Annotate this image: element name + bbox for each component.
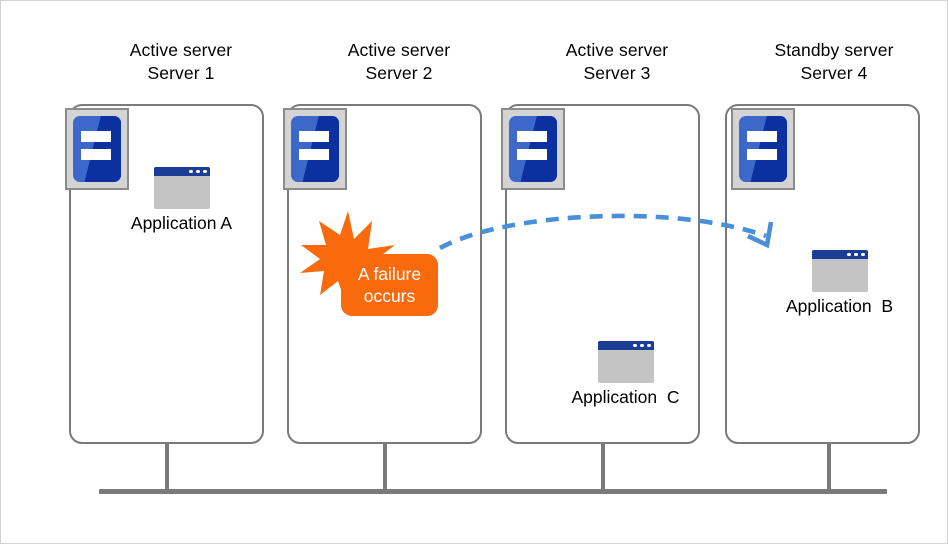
server-slot-bar — [299, 149, 329, 160]
server-slot-bar — [747, 149, 777, 160]
column-name-label: Server 3 — [583, 63, 651, 84]
column-name-label: Server 2 — [365, 63, 433, 84]
server-hardware-icon-server-3 — [501, 108, 565, 190]
application-a[interactable]: Application A — [114, 167, 249, 234]
failure-text-line-1: A failure — [357, 263, 422, 284]
app-window-dot — [847, 253, 851, 257]
network-drop-line-server-4 — [827, 442, 831, 491]
server-slot-bar — [81, 149, 111, 160]
column-role-label: Standby server — [774, 40, 894, 60]
column-header-server-4: Standby server Server 4 — [724, 39, 944, 86]
server-slot-bar — [299, 131, 329, 142]
server-chassis — [509, 116, 557, 182]
application-c[interactable]: Application C — [558, 341, 693, 408]
network-drop-line-server-2 — [383, 442, 387, 491]
server-hardware-icon-server-2 — [283, 108, 347, 190]
failure-badge: A failure occurs — [341, 254, 438, 316]
server-slot-bar — [517, 131, 547, 142]
column-header-server-1: Active server Server 1 — [71, 39, 291, 86]
app-window-dot — [861, 253, 865, 257]
column-name-label: Server 4 — [800, 63, 868, 84]
app-window-icon — [153, 167, 210, 209]
app-window-dot — [196, 170, 200, 174]
network-drop-line-server-3 — [601, 442, 605, 491]
column-header-server-2: Active server Server 2 — [289, 39, 509, 86]
column-role-label: Active server — [565, 40, 669, 60]
server-hardware-icon-server-4 — [731, 108, 795, 190]
app-window-icon — [597, 341, 654, 383]
server-hardware-icon-server-1 — [65, 108, 129, 190]
failure-text-line-2: occurs — [363, 286, 416, 306]
server-chassis — [291, 116, 339, 182]
column-role-label: Active server — [347, 40, 451, 60]
column-header-server-3: Active server Server 3 — [507, 39, 727, 86]
network-drop-line-server-1 — [165, 442, 169, 491]
network-bus-bar — [99, 489, 887, 494]
app-window-dot — [854, 253, 858, 257]
column-role-label: Active server — [129, 40, 233, 60]
server-slot-bar — [747, 131, 777, 142]
app-window-dot — [640, 344, 644, 348]
server-slot-bar — [81, 131, 111, 142]
app-window-dot — [203, 170, 207, 174]
app-window-icon — [811, 250, 868, 292]
application-b[interactable]: Application B — [772, 250, 907, 317]
failure-indicator[interactable]: A failure occurs — [298, 209, 448, 324]
app-titlebar — [597, 341, 654, 350]
server-chassis — [739, 116, 787, 182]
app-window-dot — [633, 344, 637, 348]
server-slot-bar — [517, 149, 547, 160]
column-name-label: Server 1 — [147, 63, 215, 84]
application-label: Application C — [571, 387, 680, 407]
application-label: Application A — [130, 213, 233, 233]
app-titlebar — [153, 167, 210, 176]
app-titlebar — [811, 250, 868, 259]
server-chassis — [73, 116, 121, 182]
app-window-dot — [189, 170, 193, 174]
application-label: Application B — [785, 296, 893, 316]
app-window-dot — [647, 344, 651, 348]
